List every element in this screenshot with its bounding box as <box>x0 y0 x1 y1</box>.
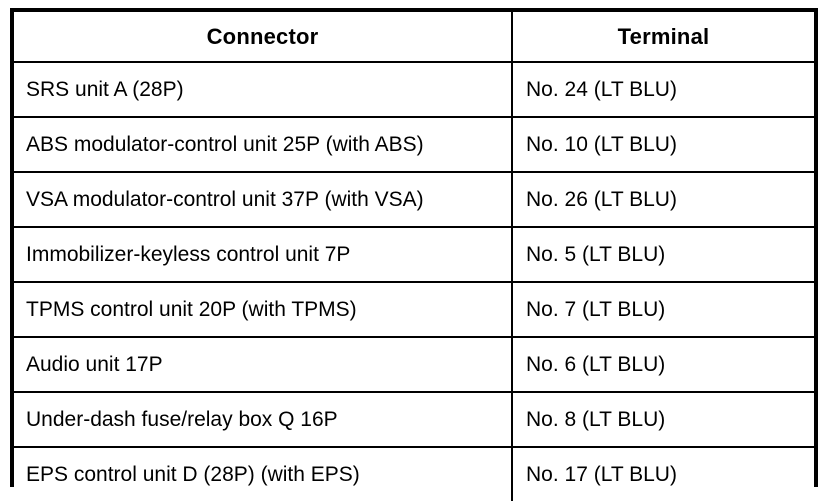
cell-terminal-text: No. 5 (LT BLU) <box>526 242 666 266</box>
table-header-row: Connector Terminal <box>14 12 814 63</box>
table-row: EPS control unit D (28P) (with EPS) No. … <box>14 447 814 501</box>
cell-terminal: No. 5 (LT BLU) <box>512 227 814 283</box>
column-header-terminal: Terminal <box>512 12 814 63</box>
table-row: Immobilizer-keyless control unit 7P No. … <box>14 227 814 283</box>
cell-terminal: No. 7 (LT BLU) <box>512 282 814 338</box>
cell-terminal-text: No. 24 (LT BLU) <box>526 77 677 101</box>
column-header-connector-label: Connector <box>206 23 319 49</box>
cell-connector-text: TPMS control unit 20P (with TPMS) <box>26 297 357 321</box>
cell-terminal: No. 6 (LT BLU) <box>512 337 814 393</box>
connector-terminal-table: Connector Terminal SRS unit A (28P) No. … <box>10 8 818 501</box>
cell-connector: Immobilizer-keyless control unit 7P <box>14 227 513 283</box>
wiring-reference-table: Connector Terminal SRS unit A (28P) No. … <box>14 12 814 501</box>
cell-connector-text: ABS modulator-control unit 25P (with ABS… <box>26 132 424 156</box>
cell-terminal-text: No. 8 (LT BLU) <box>526 407 666 431</box>
cell-terminal: No. 10 (LT BLU) <box>512 117 814 173</box>
cell-connector: VSA modulator-control unit 37P (with VSA… <box>14 172 513 228</box>
table-row: Under-dash fuse/relay box Q 16P No. 8 (L… <box>14 392 814 448</box>
cell-connector-text: Immobilizer-keyless control unit 7P <box>26 242 351 266</box>
table-row: TPMS control unit 20P (with TPMS) No. 7 … <box>14 282 814 338</box>
cell-connector-text: Audio unit 17P <box>26 352 163 376</box>
cell-terminal: No. 26 (LT BLU) <box>512 172 814 228</box>
cell-terminal-text: No. 6 (LT BLU) <box>526 352 666 376</box>
cell-connector: TPMS control unit 20P (with TPMS) <box>14 282 513 338</box>
cell-terminal-text: No. 17 (LT BLU) <box>526 462 677 486</box>
cell-connector-text: VSA modulator-control unit 37P (with VSA… <box>26 187 424 211</box>
cell-terminal-text: No. 7 (LT BLU) <box>526 297 666 321</box>
cell-terminal-text: No. 10 (LT BLU) <box>526 132 677 156</box>
cell-connector-text: SRS unit A (28P) <box>26 77 184 101</box>
cell-connector: Under-dash fuse/relay box Q 16P <box>14 392 513 448</box>
cell-connector: ABS modulator-control unit 25P (with ABS… <box>14 117 513 173</box>
cell-terminal-text: No. 26 (LT BLU) <box>526 187 677 211</box>
table-row: ABS modulator-control unit 25P (with ABS… <box>14 117 814 173</box>
table-row: VSA modulator-control unit 37P (with VSA… <box>14 172 814 228</box>
cell-connector: Audio unit 17P <box>14 337 513 393</box>
column-header-connector: Connector <box>14 12 513 63</box>
cell-terminal: No. 24 (LT BLU) <box>512 62 814 118</box>
cell-terminal: No. 17 (LT BLU) <box>512 447 814 501</box>
cell-connector-text: EPS control unit D (28P) (with EPS) <box>26 462 360 486</box>
cell-terminal: No. 8 (LT BLU) <box>512 392 814 448</box>
column-header-terminal-label: Terminal <box>617 23 710 49</box>
cell-connector: SRS unit A (28P) <box>14 62 513 118</box>
table-row: Audio unit 17P No. 6 (LT BLU) <box>14 337 814 393</box>
cell-connector: EPS control unit D (28P) (with EPS) <box>14 447 513 501</box>
cell-connector-text: Under-dash fuse/relay box Q 16P <box>26 407 338 431</box>
table-row: SRS unit A (28P) No. 24 (LT BLU) <box>14 62 814 118</box>
